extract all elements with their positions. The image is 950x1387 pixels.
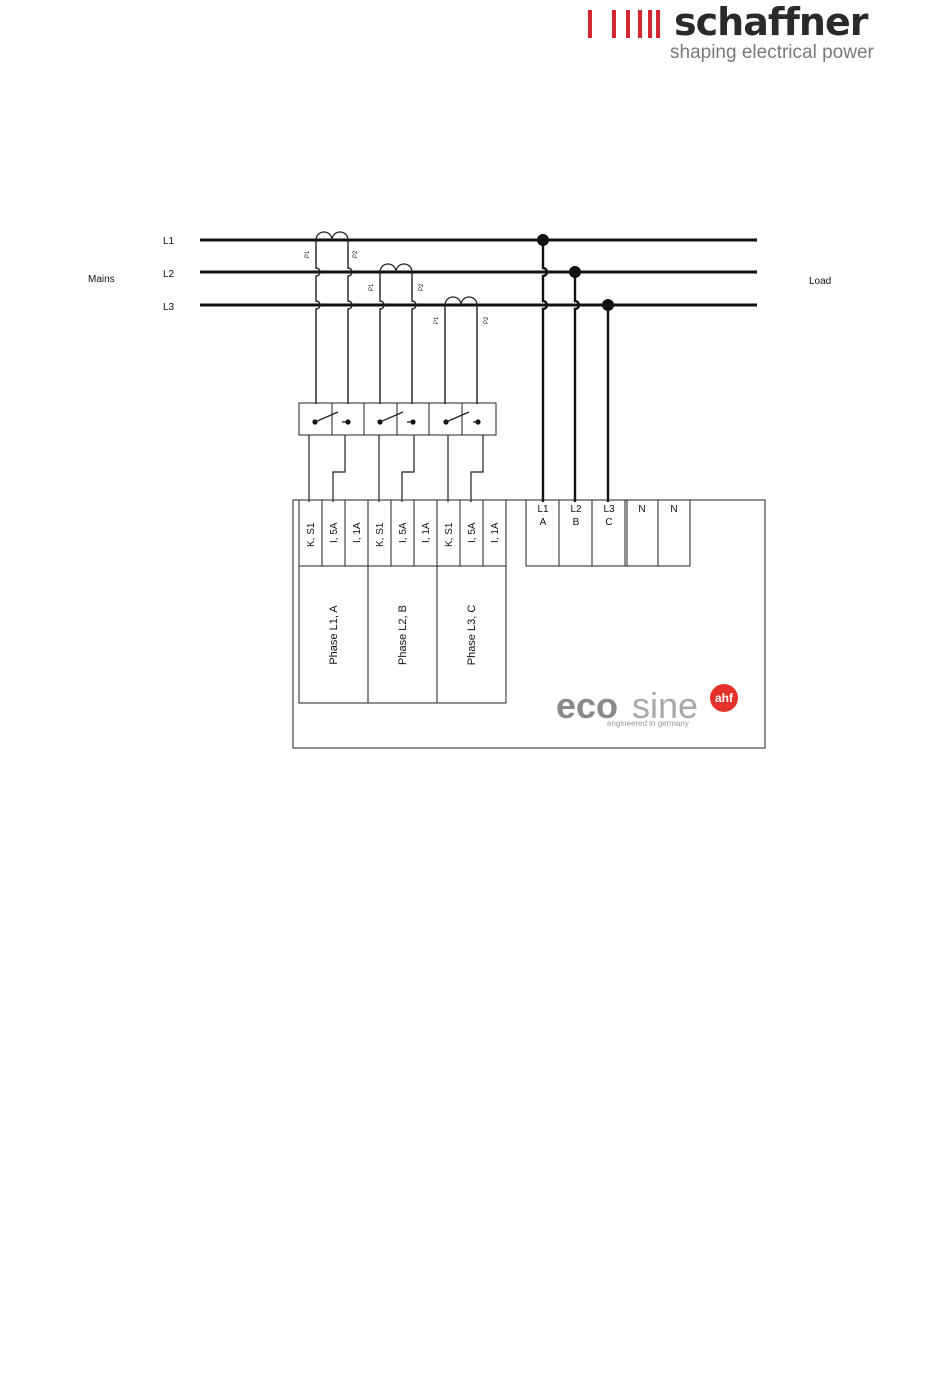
ct2-p2-label: P2: [419, 283, 425, 291]
logo-tagline: engineered in germany: [607, 719, 689, 728]
logo-badge: ahf: [715, 691, 734, 705]
phase-label-l1: Phase L1, A: [328, 605, 340, 665]
ecosine-logo: eco sine ahf engineered in germany: [556, 684, 738, 728]
voltage-taps: [537, 234, 614, 502]
current-terminal-strip: K, S1 I, 5A I, 1A K, S1 I, 5A I, 1A K, S…: [299, 500, 506, 566]
vterm-bottom: C: [605, 517, 612, 528]
terminal-label: I, 5A: [467, 522, 478, 543]
line-label-l2: L2: [163, 269, 175, 280]
line-label-l3: L3: [163, 302, 175, 313]
vterm-top: L3: [603, 504, 615, 515]
phase-label-l2: Phase L2, B: [397, 605, 409, 665]
ct-leads: [316, 240, 477, 404]
junction-dot-l2: [569, 266, 581, 278]
terminal-label: K, S1: [375, 522, 386, 547]
shorting-terminal-block: [299, 403, 496, 435]
terminal-label: K, S1: [444, 522, 455, 547]
vterm-top: N: [670, 504, 677, 515]
block-to-device-leads: [309, 435, 483, 502]
terminal-label: I, 1A: [421, 522, 432, 543]
terminal-label: I, 5A: [398, 522, 409, 543]
terminal-label: I, 5A: [329, 522, 340, 543]
line-label-l1: L1: [163, 236, 175, 247]
terminal-label: K, S1: [306, 522, 317, 547]
ct3-p1-label: P1: [434, 316, 440, 324]
vterm-top: L2: [570, 504, 582, 515]
terminal-label: I, 1A: [352, 522, 363, 543]
terminal-label: I, 1A: [490, 522, 501, 543]
phase-boxes: Phase L1, A Phase L2, B Phase L3, C: [299, 566, 506, 703]
ct1-p1-label: P1: [305, 250, 311, 258]
ct3-p2-label: P2: [484, 316, 490, 324]
voltage-terminal-strip: L1 A L2 B L3 C N N: [526, 500, 690, 566]
vterm-bottom: B: [573, 517, 580, 528]
ct2-p1-label: P1: [369, 283, 375, 291]
vterm-bottom: A: [540, 517, 547, 528]
junction-dot-l3: [602, 299, 614, 311]
junction-dot-l1: [537, 234, 549, 246]
vterm-top: L1: [537, 504, 549, 515]
load-label: Load: [809, 276, 831, 287]
mains-label: Mains: [88, 274, 115, 285]
vterm-top: N: [638, 504, 645, 515]
ct1-p2-label: P2: [353, 250, 359, 258]
phase-label-l3: Phase L3, C: [466, 605, 478, 666]
